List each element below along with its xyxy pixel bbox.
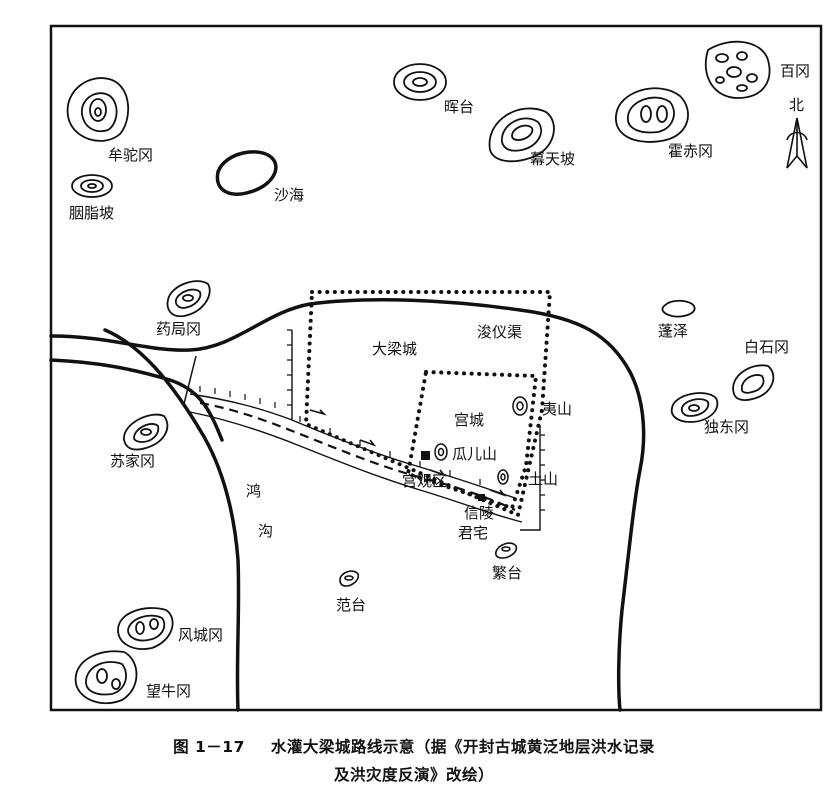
label-daliangcheng: 大梁城 <box>372 340 417 358</box>
flood-route-map: 百冈 北 晖台 幕天坡 霍赤冈 牟驼冈 沙海 胭脂坡 药局冈 浚仪渠 大梁城 蓬… <box>49 24 823 712</box>
caption-text-2: 及洪灾度反演》改绘） <box>333 766 494 784</box>
label-yishan: 夷山 <box>542 400 572 418</box>
small-stream <box>183 355 197 405</box>
label-north: 北 <box>789 96 804 114</box>
label-junyiqu: 浚仪渠 <box>477 323 522 341</box>
daliang-city-wall <box>303 290 553 518</box>
label-guaershan: 瓜儿山 <box>452 445 497 463</box>
label-fantai2: 范台 <box>336 596 366 614</box>
label-xinling: 信陵 <box>464 504 494 522</box>
label-baigang: 百冈 <box>780 62 810 80</box>
label-fantai: 繁台 <box>492 564 522 582</box>
hill-yanzhipo <box>71 174 113 198</box>
label-huitai: 晖台 <box>444 98 474 116</box>
label-hong: 鸿 <box>246 482 261 500</box>
hill-fantai2 <box>339 570 360 587</box>
label-gongcheng: 宫城 <box>454 411 484 429</box>
hill-dudonggang <box>670 392 719 423</box>
figure-caption-line-2: 及洪灾度反演》改绘） <box>0 763 828 785</box>
caption-text-1: 水灌大梁城路线示意（据《开封古城黄泛地层洪水记录 <box>270 738 655 756</box>
hill-yishan <box>512 396 528 416</box>
label-gongguan: 宫观区 <box>402 472 447 490</box>
label-pengze: 蓬泽 <box>658 322 688 340</box>
hill-baishigang <box>732 364 775 401</box>
hill-mutianpo <box>488 107 555 163</box>
label-yaojugang: 药局冈 <box>156 320 201 338</box>
label-huochigang: 霍赤冈 <box>668 142 713 160</box>
label-mutianpo: 幕天坡 <box>530 150 575 168</box>
label-gou: 沟 <box>258 522 273 540</box>
hill-huitai <box>393 63 447 101</box>
label-dudonggang: 独东冈 <box>704 418 749 436</box>
label-tushan: 土山 <box>528 470 558 488</box>
left-canal-branch <box>49 358 224 442</box>
label-wangniugang: 望牛冈 <box>146 682 191 700</box>
hill-huochigang <box>615 87 689 143</box>
label-fengchenggang: 风城冈 <box>178 626 223 644</box>
label-shahai: 沙海 <box>274 186 304 204</box>
label-junzhai: 君宅 <box>458 524 488 542</box>
palace-marker <box>421 451 430 460</box>
figure-caption-line-1: 图 1－17 水灌大梁城路线示意（据《开封古城黄泛地层洪水记录 <box>0 735 828 757</box>
label-baishigang: 白石冈 <box>744 338 789 356</box>
hill-fengchenggang <box>117 607 174 650</box>
hill-guaershan <box>434 443 448 461</box>
hill-yaojugang <box>166 280 211 318</box>
palace-city-wall <box>405 369 539 511</box>
figure-number: 图 1－17 <box>173 738 245 756</box>
shahai-lake <box>215 150 278 196</box>
north-arrow-icon <box>786 117 808 169</box>
hill-wangniugang <box>74 650 138 705</box>
hill-baigang <box>704 40 771 99</box>
hill-sujiagang <box>123 413 169 451</box>
hill-tushan <box>497 469 509 485</box>
label-mutuogang: 牟驼冈 <box>108 146 153 164</box>
hill-mutuogang <box>66 77 130 142</box>
label-sujiagang: 苏家冈 <box>110 452 155 470</box>
pengze-marsh <box>661 299 696 318</box>
xinling-residence-marker <box>478 494 485 501</box>
junyi-canal <box>49 298 646 712</box>
hill-fantai <box>495 542 518 559</box>
map-frame <box>49 24 823 712</box>
label-yanzhipo: 胭脂坡 <box>69 204 114 222</box>
hong-canal <box>103 328 241 712</box>
